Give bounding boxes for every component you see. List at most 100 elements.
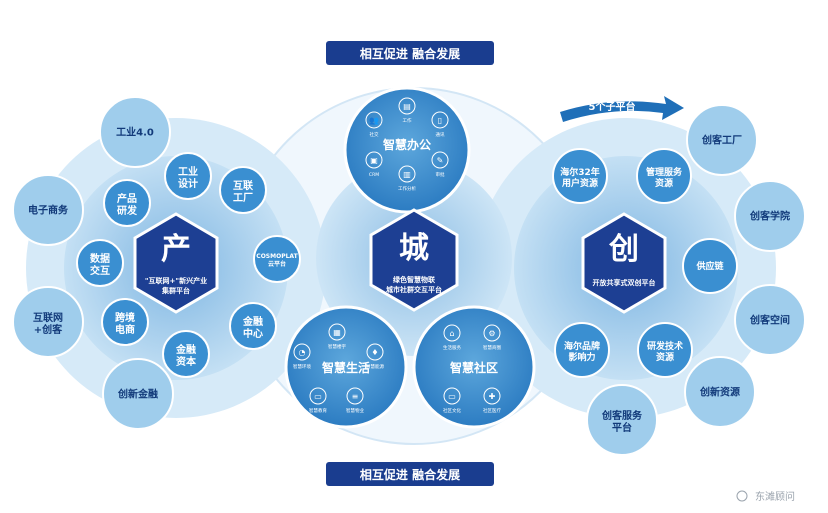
right-inner-bubble-3-label-1: 研发技术 bbox=[647, 340, 683, 352]
medkit-icon-label: 社区医疗 bbox=[483, 407, 501, 414]
right-inner-bubble-0-circle bbox=[552, 148, 608, 204]
right-outer-bubble-2: 创客空间 bbox=[734, 284, 806, 356]
left-outer-bubble-1-circle bbox=[12, 174, 84, 246]
left-outer-bubble-2-circle bbox=[12, 286, 84, 358]
building-icon: ▦ 智慧楼宇 bbox=[328, 323, 346, 350]
left-outer-bubble-1-label-1: 电子商务 bbox=[28, 204, 69, 217]
right-outer-bubble-0-label-1: 创客工厂 bbox=[701, 134, 742, 147]
left-hexagon bbox=[133, 212, 219, 314]
right-inner-bubble-2: 供应链 bbox=[682, 238, 738, 294]
left-inner-bubble-4-label-2: 资本 bbox=[176, 355, 197, 368]
left-outer-bubble-3-circle bbox=[102, 358, 174, 430]
right-outer-bubble-2-circle bbox=[734, 284, 806, 356]
book-icon-label: 社区文化 bbox=[443, 407, 461, 414]
left-outer-bubble-0-circle bbox=[99, 96, 171, 168]
left-inner-bubble-5-label-2: 电商 bbox=[115, 323, 135, 336]
left-inner-bubble-6-label-1: 数据 bbox=[90, 252, 110, 265]
gear-icon-ring bbox=[483, 324, 501, 342]
chart-icon-label: 工作分析 bbox=[398, 185, 416, 192]
phone-icon: ▯通讯 bbox=[431, 111, 449, 138]
left-inner-bubble-5-circle bbox=[101, 298, 149, 346]
left-inner-bubble-0-circle bbox=[164, 152, 212, 200]
right-inner-bubble-1-label-2: 资源 bbox=[655, 177, 673, 189]
book-icon-glyph: ▭ bbox=[448, 392, 456, 401]
gauge-icon-label: 智慧环境 bbox=[293, 363, 311, 370]
left-inner-bubble-3-label-2: 中心 bbox=[243, 327, 263, 340]
center-hex-subtitle-1: 绿色智慧物联 bbox=[393, 275, 436, 284]
briefcase-icon-ring bbox=[365, 151, 383, 169]
right-outer-bubble-3-label-1: 创新资源 bbox=[699, 386, 740, 399]
right-outer-bubble-4-label-2: 平台 bbox=[612, 421, 632, 434]
left-inner-bubble-7-label-1: 产品 bbox=[117, 192, 137, 205]
book-icon-label: 智慧教育 bbox=[309, 407, 327, 414]
book-icon-glyph: ▭ bbox=[314, 392, 322, 401]
gear-icon-label: 智慧商圈 bbox=[483, 344, 501, 351]
wechat-icon bbox=[736, 490, 748, 502]
medkit-icon: ✚ 社区医疗 bbox=[483, 387, 501, 414]
left-outer-bubble-0-label-1: 工业4.0 bbox=[116, 126, 154, 139]
left-inner-bubble-1-label-2: 工厂 bbox=[233, 192, 253, 204]
right-hexagon bbox=[581, 212, 667, 314]
center-hex-subtitle-2: 城市社群交互平台 bbox=[386, 285, 442, 294]
gauge-icon-ring bbox=[293, 343, 311, 361]
arrow-label: 5个子平台 bbox=[589, 100, 636, 113]
left-outer-bubble-3-label-1: 创新金融 bbox=[117, 388, 158, 401]
home-icon-ring bbox=[443, 324, 461, 342]
right-inner-bubble-3-label-2: 资源 bbox=[656, 351, 674, 363]
right-outer-bubble-0-circle bbox=[686, 104, 758, 176]
drop-icon-glyph: ♦ bbox=[371, 348, 378, 357]
gear-icon-glyph: ⚙ bbox=[488, 329, 495, 338]
bottom-banner-text: 相互促进 融合发展 bbox=[360, 467, 460, 482]
right-outer-bubble-0: 创客工厂 bbox=[686, 104, 758, 176]
left-outer-bubble-2: 互联网+创客 bbox=[12, 286, 84, 358]
right-outer-bubble-1-label-1: 创客学院 bbox=[749, 210, 790, 223]
people-icon-glyph: 👥 bbox=[369, 116, 379, 125]
right-outer-bubble-1: 创客学院 bbox=[734, 180, 806, 252]
document-icon: ▤工作 bbox=[398, 97, 416, 124]
medkit-icon-glyph: ✚ bbox=[489, 392, 496, 401]
building-icon-label: 智慧楼宇 bbox=[328, 343, 346, 350]
left-inner-bubble-2-label-2: 云平台 bbox=[268, 260, 286, 268]
drop-icon-label: 智慧能源 bbox=[366, 363, 384, 370]
gauge-icon-glyph: ◔ bbox=[299, 348, 306, 357]
center-hex-title: 城 bbox=[399, 231, 429, 266]
left-inner-bubble-1-circle bbox=[219, 166, 267, 214]
top-banner-text: 相互促进 融合发展 bbox=[360, 46, 460, 61]
right-inner-bubble-3-circle bbox=[637, 322, 693, 378]
left-hex-title: 产 bbox=[161, 232, 191, 267]
book-icon-ring bbox=[443, 387, 461, 405]
life-circle bbox=[284, 305, 408, 429]
edit-icon-ring bbox=[431, 151, 449, 169]
people-icon-label: 社交 bbox=[370, 131, 379, 138]
right-inner-bubble-4-label-2: 影响力 bbox=[568, 351, 595, 363]
book-icon: ▭ 社区文化 bbox=[443, 387, 461, 414]
briefcase-icon: ▣CRM bbox=[365, 151, 383, 178]
list-icon-label: 智慧物业 bbox=[346, 407, 364, 414]
right-inner-bubble-2-circle bbox=[682, 238, 738, 294]
left-inner-bubble-4-circle bbox=[162, 330, 210, 378]
phone-icon-glyph: ▯ bbox=[438, 116, 442, 125]
office-circle bbox=[343, 86, 471, 214]
left-outer-bubble-2-label-1: 互联网 bbox=[33, 311, 63, 324]
chart-icon: ▥工作分析 bbox=[398, 165, 416, 192]
left-outer-bubble-2-label-2: +创客 bbox=[34, 323, 63, 336]
building-icon-glyph: ▦ bbox=[333, 328, 341, 337]
people-icon-ring bbox=[365, 111, 383, 129]
right-hex-title: 创 bbox=[608, 232, 639, 267]
left-inner-bubble-2-circle bbox=[253, 235, 301, 283]
left-inner-bubble-7-label-2: 研发 bbox=[117, 204, 138, 217]
right-outer-bubble-2-label-1: 创客空间 bbox=[749, 314, 790, 327]
edit-icon: ✎审批 bbox=[431, 151, 449, 178]
document-icon-glyph: ▤ bbox=[403, 102, 411, 111]
list-icon-ring bbox=[346, 387, 364, 405]
top-banner bbox=[326, 41, 494, 65]
left-inner-bubble-6-circle bbox=[76, 239, 124, 287]
